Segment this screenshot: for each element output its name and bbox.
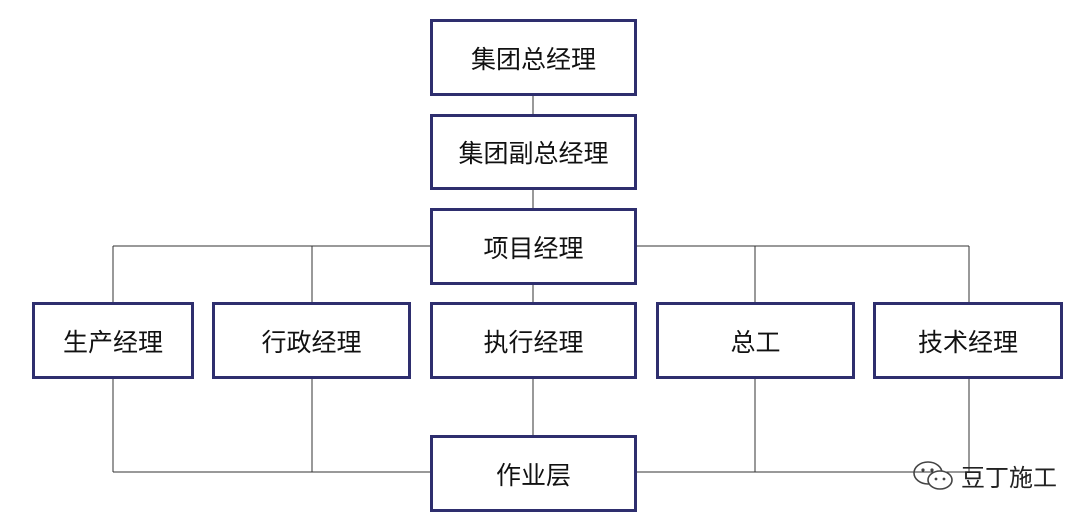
node-production-manager: 生产经理	[32, 302, 194, 379]
node-vice-ceo: 集团副总经理	[430, 114, 637, 190]
watermark-text: 豆丁施工	[961, 464, 1057, 492]
node-technical-manager: 技术经理	[873, 302, 1063, 379]
node-ceo: 集团总经理	[430, 19, 637, 96]
node-executive-manager: 执行经理	[430, 302, 637, 379]
node-chief-engineer: 总工	[656, 302, 855, 379]
node-operation-layer: 作业层	[430, 435, 637, 512]
node-admin-manager: 行政经理	[212, 302, 411, 379]
node-project-manager: 项目经理	[430, 208, 637, 285]
watermark: 豆丁施工	[911, 458, 1057, 493]
wechat-icon	[913, 460, 953, 490]
